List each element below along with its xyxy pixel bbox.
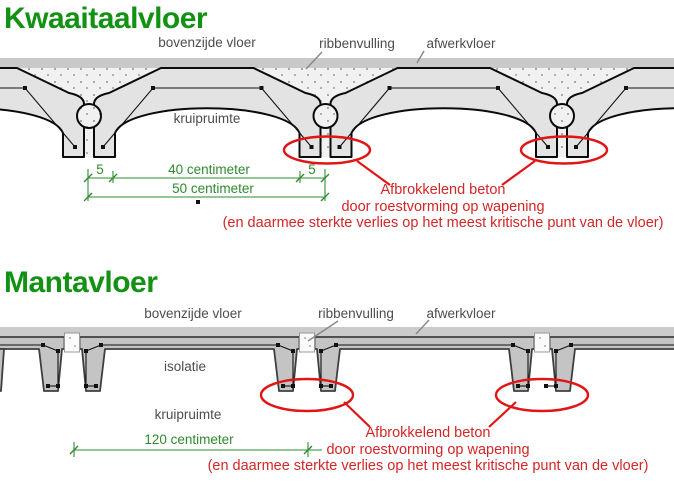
mn-rebar — [0, 343, 674, 388]
mn-damage-leader-right — [488, 401, 517, 428]
kw-label-ribbenvulling: ribbenvulling — [319, 36, 395, 51]
kw-damage-annotation-line3: (en daarmee sterkte verlies op het meest… — [222, 215, 664, 231]
mn-dim-total-120: 120 centimeter — [144, 432, 234, 447]
mn-afwerkvloer-leader — [415, 319, 430, 335]
mn-ribbenvulling-blocks — [64, 332, 550, 353]
kw-ribbenvulling-leader — [305, 51, 323, 70]
kw-label-afwerkvloer: afwerkvloer — [426, 36, 496, 51]
kw-damage-annotation: Afbrokkelend beton door roestvorming op … — [203, 182, 674, 232]
kw-dim-span-40: 40 centimeter — [168, 162, 250, 177]
mn-label-isolatie: isolatie — [163, 359, 207, 374]
mn-damage-annotation-line1: Afbrokkelend beton — [365, 425, 491, 441]
mantavloer-diagram: 120 centimeter — [0, 319, 674, 457]
kwaaitaalvloer-diagram: 5 40 centimeter 5 50 centimeter — [0, 50, 674, 204]
mn-label-ribbenvulling: ribbenvulling — [318, 306, 394, 321]
mn-label-kruipruimte: kruipruimte — [154, 407, 222, 422]
mn-label-bovenzijde-vloer: bovenzijde vloer — [144, 306, 242, 321]
kw-dimensions: 5 40 centimeter 5 50 centimeter — [83, 162, 330, 202]
kw-dim-total-50: 50 centimeter — [172, 181, 254, 196]
kw-label-kruipruimte: kruipruimte — [173, 111, 241, 126]
mn-damage-ellipse-left — [259, 377, 355, 413]
mn-damage-ellipse-right — [494, 377, 590, 413]
kw-damage-leader-right — [501, 160, 536, 186]
kw-joint-bulbs — [76, 103, 575, 129]
kw-damage-annotation-line2: door roestvorming op wapening — [341, 198, 545, 215]
mn-damage-annotation-line3: (en daarmee sterkte verlies op het meest… — [207, 458, 649, 474]
kw-label-bovenzijde-vloer: bovenzijde vloer — [158, 35, 256, 50]
kw-damage-ellipse-left — [282, 135, 372, 165]
kw-dim-left-5: 5 — [96, 162, 104, 177]
mantavloer-title: Mantavloer — [4, 266, 158, 299]
kw-afwerkvloer-band — [0, 58, 674, 68]
kw-afwerkvloer-leader — [416, 50, 425, 64]
kw-damage-leader-left — [356, 160, 391, 186]
kw-dim-right-5: 5 — [308, 162, 316, 177]
kw-anchor-dot — [196, 200, 200, 204]
mn-floor-elements — [0, 336, 674, 392]
kwaaitaalvloer-title: Kwaaitaalvloer — [4, 2, 208, 35]
mn-ribbenvulling-leader — [307, 320, 339, 342]
kw-rebar — [0, 86, 674, 149]
kw-damage-ellipse-right — [519, 135, 609, 165]
mn-damage-annotation-line2: door roestvorming op wapening — [326, 441, 530, 458]
kw-damage-annotation-line1: Afbrokkelend beton — [380, 182, 506, 198]
mn-damage-annotation: Afbrokkelend beton door roestvorming op … — [188, 425, 668, 475]
mn-label-afwerkvloer: afwerkvloer — [426, 306, 496, 321]
mn-afwerkvloer-band — [0, 327, 674, 337]
mn-damage-leader-left — [343, 401, 371, 428]
mn-dimensions: 120 centimeter — [69, 432, 322, 457]
